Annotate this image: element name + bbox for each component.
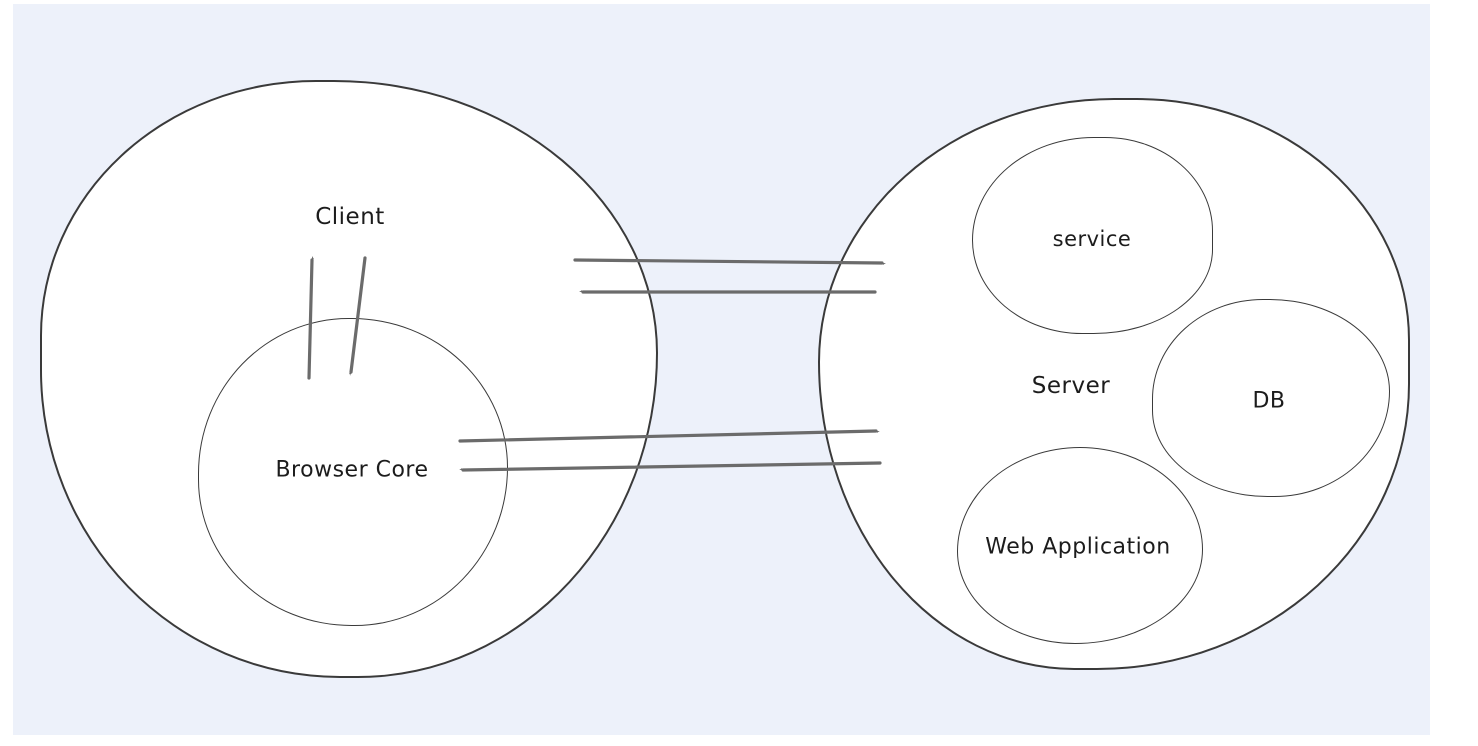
server-label[interactable]: Server [1031, 373, 1111, 399]
arrow-client-to-server[interactable] [573, 258, 882, 263]
arrow-client-to-browser-core[interactable] [351, 256, 367, 372]
service-circle-shape[interactable] [972, 137, 1213, 334]
browser-core-label[interactable]: Browser Core [275, 457, 429, 483]
db-label[interactable]: DB [1252, 388, 1286, 414]
browser-core-circle-shape[interactable] [198, 318, 508, 626]
db-circle-shape[interactable] [1152, 299, 1390, 497]
service-label[interactable]: service [1052, 227, 1132, 251]
arrow-browser-core-to-server[interactable] [458, 429, 876, 443]
web-application-label[interactable]: Web Application [985, 534, 1171, 560]
web-application-circle-shape[interactable] [957, 447, 1203, 644]
arrow-browser-core-to-client[interactable] [307, 260, 312, 380]
client-label[interactable]: Client [315, 204, 385, 230]
arrow-server-to-browser-core[interactable] [463, 463, 882, 472]
